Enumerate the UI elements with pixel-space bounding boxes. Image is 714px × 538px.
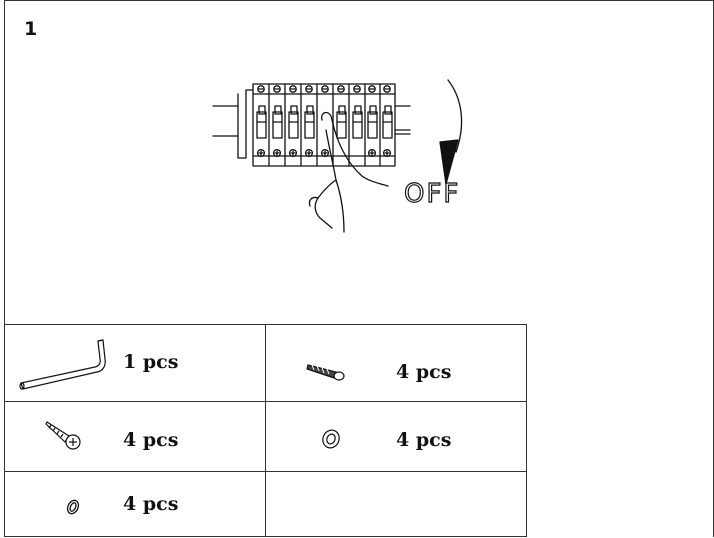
table-row: 4 pcs xyxy=(4,471,527,537)
step-number: 1 xyxy=(24,18,38,40)
part-cell-empty xyxy=(265,471,527,537)
part-cell-flat-washer: 4 pcs xyxy=(265,401,527,472)
part-quantity: 4 pcs xyxy=(123,429,179,451)
part-quantity: 4 pcs xyxy=(123,493,179,515)
table-row: 1 pcs 4 pcs xyxy=(4,324,527,402)
part-cell-hex-key: 1 pcs xyxy=(4,324,266,402)
screw-icon xyxy=(45,421,81,450)
hex-key-icon xyxy=(19,339,106,390)
part-cell-washer: 4 pcs xyxy=(4,471,266,537)
part-quantity: 4 pcs xyxy=(396,361,452,383)
part-cell-wall-anchor: 4 pcs xyxy=(265,324,527,402)
breaker-switch-off-illustration: OFF xyxy=(212,79,463,233)
part-quantity: 1 pcs xyxy=(123,351,179,373)
parts-table: 1 pcs 4 pcs xyxy=(4,324,527,537)
off-label: OFF xyxy=(404,179,460,209)
part-quantity: 4 pcs xyxy=(396,429,452,451)
wall-anchor-icon xyxy=(306,364,345,381)
part-cell-screw: 4 pcs xyxy=(4,401,266,472)
washer-icon xyxy=(66,499,80,515)
flat-washer-icon xyxy=(322,429,340,449)
table-row: 4 pcs 4 pcs xyxy=(4,401,527,472)
